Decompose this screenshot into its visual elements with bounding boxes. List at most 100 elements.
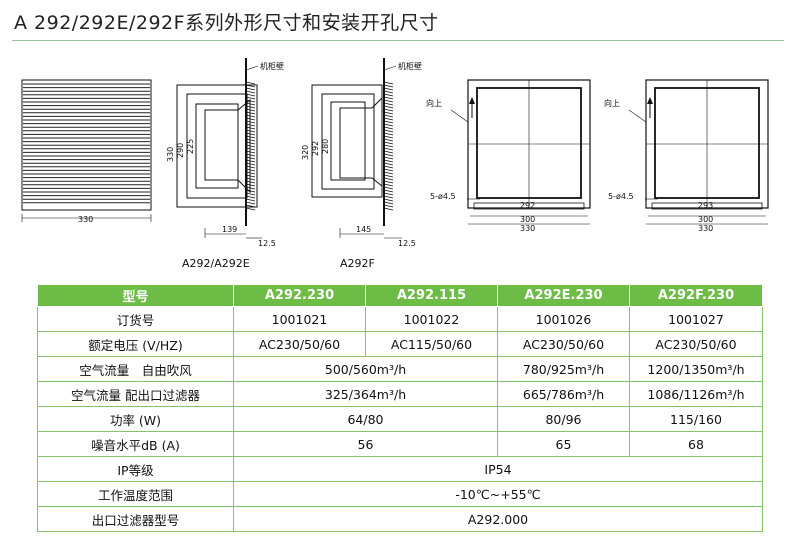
louver-fin: [383, 111, 394, 115]
louver-fin: [383, 144, 394, 148]
louver-fin: [383, 198, 394, 202]
page-title: A 292/292E/292F系列外形尺寸和安装开孔尺寸: [14, 12, 439, 34]
front-view-drawing: 330: [21, 79, 152, 224]
louver-fin: [245, 171, 256, 175]
cutout2-dim-293: 293: [698, 201, 713, 210]
louver-fin: [383, 168, 394, 172]
louver-fin: [245, 96, 256, 100]
louver-fin: [245, 105, 256, 109]
a292-flange-label: 12.5: [258, 239, 276, 248]
row-label-temp: 工作温度范围: [37, 481, 234, 507]
louver-fin: [383, 81, 394, 85]
cell: AC230/50/60: [629, 331, 763, 357]
louver-fin: [245, 129, 256, 133]
louver-fin: [245, 126, 256, 130]
louver-fin: [245, 102, 256, 106]
louver-fin: [383, 141, 394, 145]
louver-fin: [245, 192, 256, 196]
louver-fin: [383, 138, 394, 142]
spec-table: 型号 A292.230 A292.115 A292E.230 A292F.230…: [37, 284, 763, 532]
cutout1-dim-292: 292: [520, 201, 535, 210]
cutout1-up-label: 向上: [426, 98, 442, 108]
front-width-label: 330: [78, 215, 93, 224]
louver-fin: [245, 189, 256, 193]
cutout-drawing-2: 向上 5-ø4.5 293 300 330: [604, 79, 769, 233]
row-label-flow-free: 空气流量 自由吹风: [37, 356, 234, 382]
louver-fin: [383, 159, 394, 163]
louver-fin: [383, 99, 394, 103]
title-divider: [12, 40, 784, 41]
row-label-filter-model: 出口过滤器型号: [37, 506, 234, 532]
louver-fin: [245, 87, 256, 91]
louver-fin: [245, 93, 256, 97]
row-label-voltage: 额定电压 (V/HZ): [37, 331, 234, 357]
cell: 115/160: [629, 406, 763, 432]
louver-fin: [245, 120, 256, 124]
a292-depth-label: 139: [222, 225, 237, 234]
table-row: 噪音水平dB (A) 56 65 68: [37, 431, 763, 457]
louver-fin: [383, 84, 394, 88]
row-label-ip: IP等级: [37, 456, 234, 482]
louver-fin: [383, 114, 394, 118]
louver-fin: [383, 153, 394, 157]
a292-height-330: 330: [166, 147, 175, 162]
louver-fin: [383, 192, 394, 196]
louver-fin: [245, 201, 256, 205]
louver-fin: [245, 180, 256, 184]
a292f-flange-label: 12.5: [398, 239, 416, 248]
louver-fin: [245, 81, 256, 85]
cell: 68: [629, 431, 763, 457]
cell: 64/80: [233, 406, 498, 432]
cell: 1001022: [365, 306, 498, 332]
cutout-drawing-1: 向上 5-ø4.5 292 300 330: [426, 79, 591, 233]
louver-fin: [383, 105, 394, 109]
table-row: 额定电压 (V/HZ) AC230/50/60 AC115/50/60 AC23…: [37, 331, 763, 357]
a292f-height-280: 280: [321, 139, 330, 154]
louver-fin: [245, 207, 256, 211]
louver-fin: [245, 138, 256, 142]
louver-fin: [383, 132, 394, 136]
louver-fin: [383, 156, 394, 160]
louver-fin: [383, 135, 394, 139]
louver-fin: [383, 162, 394, 166]
cell: 1001021: [233, 306, 366, 332]
louver-fin: [383, 147, 394, 151]
cutout2-holes-label: 5-ø4.5: [608, 192, 634, 201]
louver-fin: [383, 174, 394, 178]
row-label-noise: 噪音水平dB (A): [37, 431, 234, 457]
louver-fin: [245, 108, 256, 112]
louver-fin: [383, 120, 394, 124]
table-row: 空气流量 配出口过滤器 325/364m³/h 665/786m³/h 1086…: [37, 381, 763, 407]
louver-fin: [245, 165, 256, 169]
cell: 1086/1126m³/h: [629, 381, 763, 407]
a292f-depth-label: 145: [356, 225, 371, 234]
cutout2-up-label: 向上: [604, 98, 620, 108]
louver-fin: [245, 186, 256, 190]
louver-fin: [245, 123, 256, 127]
table-row: 出口过滤器型号 A292.000: [37, 506, 763, 532]
louver-fin: [383, 150, 394, 154]
cell: -10℃~+55℃: [233, 481, 763, 507]
a292-caption: A292/A292E: [182, 257, 250, 270]
louver-fin: [245, 99, 256, 103]
louver-fin: [245, 174, 256, 178]
cutout1-dim-330: 330: [520, 224, 535, 233]
louver-fin: [245, 177, 256, 181]
cell: 325/364m³/h: [233, 381, 498, 407]
louver-fin: [383, 207, 394, 211]
table-header-row: 型号 A292.230 A292.115 A292E.230 A292F.230: [37, 284, 763, 307]
a292f-caption: A292F: [340, 257, 375, 270]
a292-wall-label: 机柜壁: [260, 61, 284, 71]
louver-fin: [245, 117, 256, 121]
a292f-height-320: 320: [301, 145, 310, 160]
louver-fin: [383, 96, 394, 100]
louver-fin: [383, 102, 394, 106]
cutout2-dim-330: 330: [698, 224, 713, 233]
louver-fin: [383, 183, 394, 187]
louver-fin: [245, 183, 256, 187]
louver-fin: [245, 144, 256, 148]
dimension-drawings: 330 机柜壁 330 290 225 139 12.5 A292/A292E …: [21, 58, 769, 270]
louver-fin: [245, 156, 256, 160]
header-a292e-230: A292E.230: [497, 284, 630, 307]
a292-height-225: 225: [186, 139, 195, 154]
